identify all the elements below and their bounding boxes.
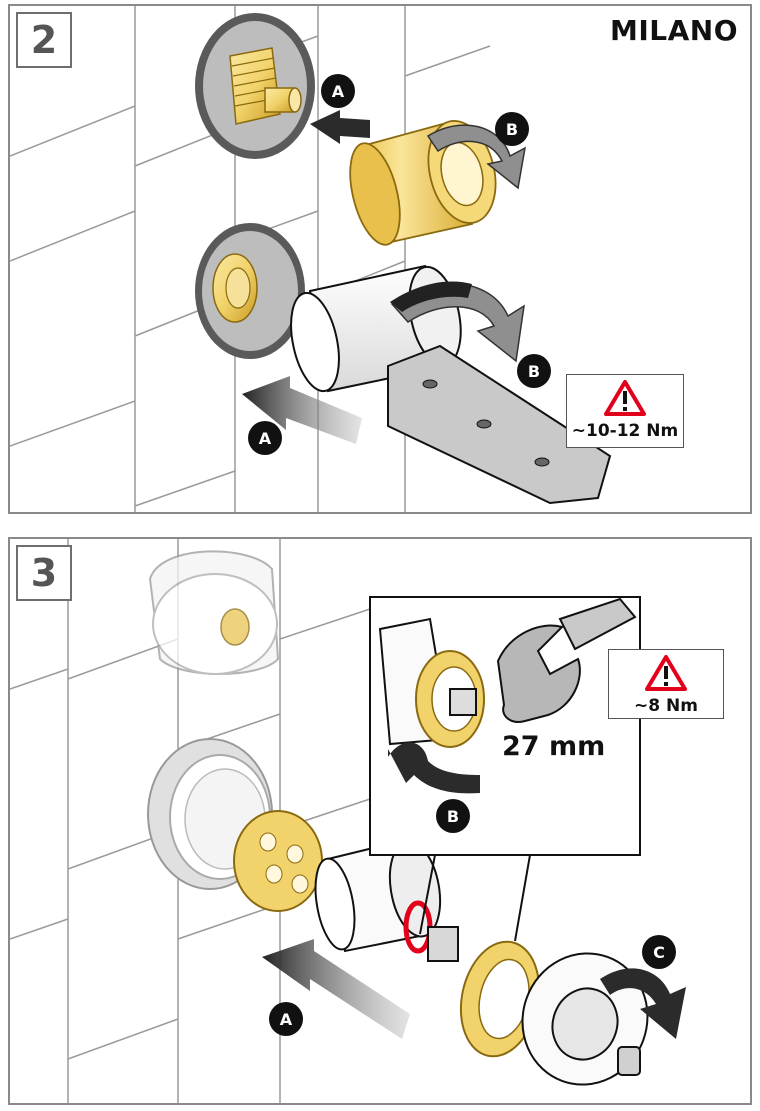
wrench-icon <box>496 624 581 723</box>
svg-text:B: B <box>506 120 518 139</box>
label-b-bottom-badge: B <box>517 354 551 388</box>
wrench-handle <box>558 597 637 651</box>
rotate-arrow-icon <box>390 281 472 312</box>
label-c-badge: C <box>642 935 676 969</box>
step-2-illustration: A B B A <box>10 6 612 512</box>
top-assembly-faded <box>148 550 280 675</box>
svg-text:C: C <box>653 943 665 962</box>
torque-value: ~10-12 Nm <box>571 421 679 441</box>
detail-inset <box>369 596 641 942</box>
rotate-arrow-icon <box>388 742 480 794</box>
gold-lock-ring <box>459 940 541 1058</box>
push-arrow-icon <box>242 376 362 444</box>
torque-warning-box: ~8 Nm <box>608 649 724 719</box>
push-arrow-icon <box>262 939 410 1039</box>
wrench-size-label: 27 mm <box>502 731 606 762</box>
push-arrow-icon <box>310 110 370 144</box>
label-a-top-badge: A <box>321 74 355 108</box>
torque-warning-box: ~10-12 Nm <box>566 374 684 448</box>
bottom-wall-plate <box>195 223 305 359</box>
label-a-badge: A <box>269 1002 303 1036</box>
label-b-inset-badge: B <box>436 799 470 833</box>
svg-text:A: A <box>332 82 345 101</box>
valve-cartridge <box>314 837 459 962</box>
gold-valve-disc <box>233 810 323 912</box>
warning-triangle-icon <box>604 380 646 416</box>
rotate-arrow-icon <box>600 968 686 1039</box>
label-b-top-badge: B <box>495 112 529 146</box>
step-number: 3 <box>16 545 72 601</box>
torque-value: ~8 Nm <box>634 696 698 716</box>
svg-text:B: B <box>447 807 459 826</box>
step-3-illustration: B A C <box>10 539 686 1103</box>
svg-text:A: A <box>259 429 272 448</box>
step-number: 2 <box>16 12 72 68</box>
svg-text:A: A <box>280 1010 293 1029</box>
label-a-bottom-badge: A <box>248 421 282 455</box>
brand-title: MILANO <box>609 14 738 47</box>
svg-text:B: B <box>528 362 540 381</box>
step-2-panel: 2 MILANO <box>8 4 752 514</box>
warning-triangle-icon <box>645 655 687 691</box>
top-wall-plate <box>195 13 315 159</box>
step-3-panel: 3 <box>8 537 752 1105</box>
